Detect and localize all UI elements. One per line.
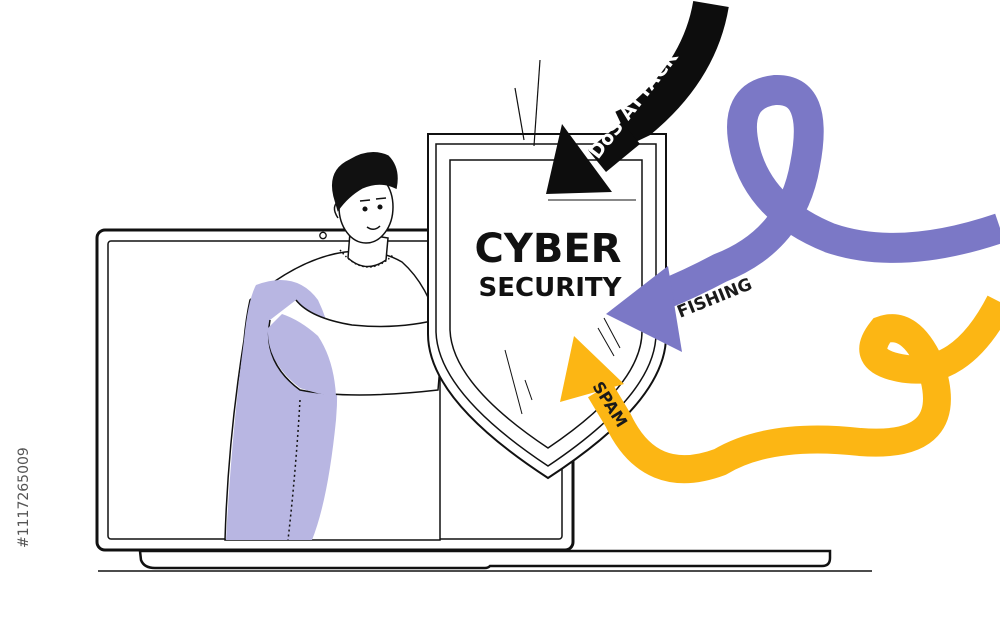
spam-arrow-head [560, 336, 624, 402]
person-eye-left [362, 206, 368, 212]
shield-shine [603, 317, 621, 349]
shield-shine [597, 327, 615, 357]
shield-title-line2: SECURITY [479, 273, 623, 303]
shield-shine [524, 379, 533, 401]
impact-line [533, 59, 541, 147]
person [224, 152, 445, 541]
dos-arrow-body [615, 0, 729, 145]
person-brow-left [359, 199, 371, 202]
person-seam [287, 399, 301, 541]
laptop-camera [319, 231, 327, 240]
person-hair [332, 152, 398, 212]
laptop-base [138, 549, 832, 570]
dos-arrow-neck [588, 122, 640, 172]
person-eye-right [377, 204, 383, 210]
impact-line [514, 87, 525, 141]
dos-arrow-head [546, 124, 612, 194]
person-arm-shadow [267, 314, 336, 396]
fishing-arrow-head [606, 266, 682, 352]
person-mouth [366, 225, 381, 230]
shield-shine [504, 349, 523, 415]
spam-arrow-body [587, 295, 1000, 484]
shield-title-line1: CYBER [475, 226, 622, 272]
shield: CYBER SECURITY [427, 59, 668, 480]
person-collar [339, 249, 395, 268]
person-ear [333, 199, 341, 219]
fishing-arrow-body [654, 75, 1000, 310]
person-brow-right [375, 197, 387, 200]
stock-id: #1117265009 [16, 447, 32, 548]
